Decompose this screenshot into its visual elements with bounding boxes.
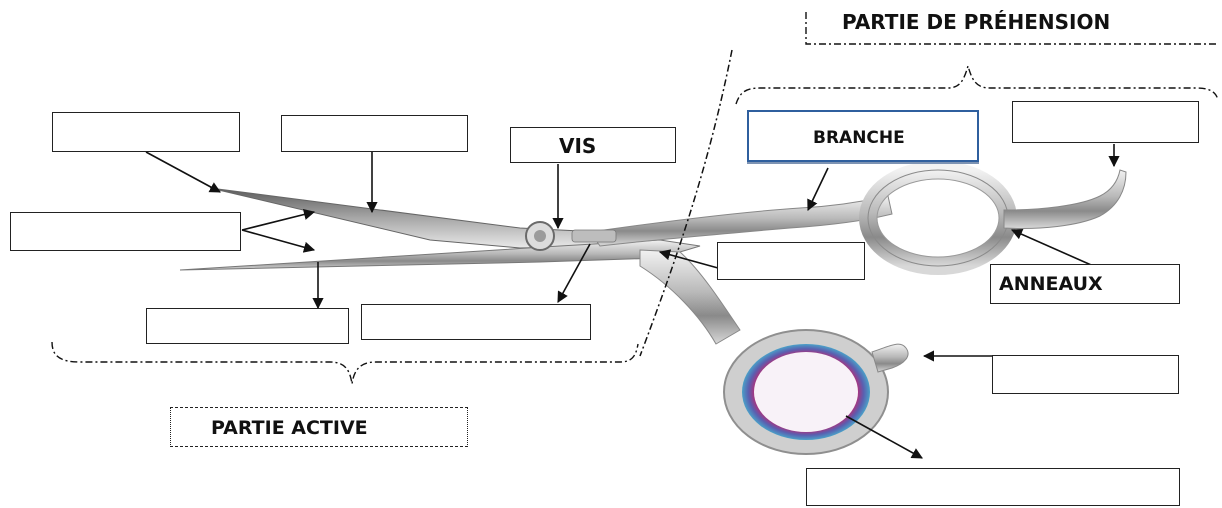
partie-active-label: PARTIE ACTIVE	[211, 417, 368, 439]
arrow-1	[146, 152, 220, 192]
arrow-3b	[242, 230, 314, 250]
top-ring	[868, 170, 1008, 266]
vis-label: VIS	[559, 134, 596, 158]
lower-blade	[180, 240, 700, 270]
arrow-anneaux	[1012, 230, 1098, 268]
answer-box-7[interactable]	[1012, 101, 1199, 143]
top-tail	[1004, 170, 1126, 229]
answer-box-4[interactable]	[146, 308, 349, 344]
brace-partie-active	[52, 342, 638, 384]
answer-box-3[interactable]	[10, 212, 241, 251]
answer-box-6[interactable]	[717, 242, 865, 280]
branche-box: BRANCHE	[747, 110, 979, 162]
arrow-branche	[808, 168, 828, 210]
finger-hook	[872, 344, 908, 372]
answer-box-9[interactable]	[806, 468, 1180, 506]
brace-partie-prehension	[736, 66, 1218, 104]
partie-prehension-label: PARTIE DE PRÉHENSION	[842, 10, 1110, 34]
upper-arm	[590, 196, 892, 246]
branche-label: BRANCHE	[813, 128, 905, 148]
answer-box-8[interactable]	[992, 355, 1179, 394]
answer-box-2[interactable]	[281, 115, 468, 152]
vis-box: VIS	[510, 127, 676, 163]
arrow-3a	[242, 212, 314, 230]
anneaux-box: ANNEAUX	[990, 264, 1180, 304]
answer-box-1[interactable]	[52, 112, 240, 152]
partie-active-box: PARTIE ACTIVE	[170, 407, 468, 447]
answer-box-5[interactable]	[361, 304, 591, 340]
anneaux-label: ANNEAUX	[999, 273, 1103, 295]
